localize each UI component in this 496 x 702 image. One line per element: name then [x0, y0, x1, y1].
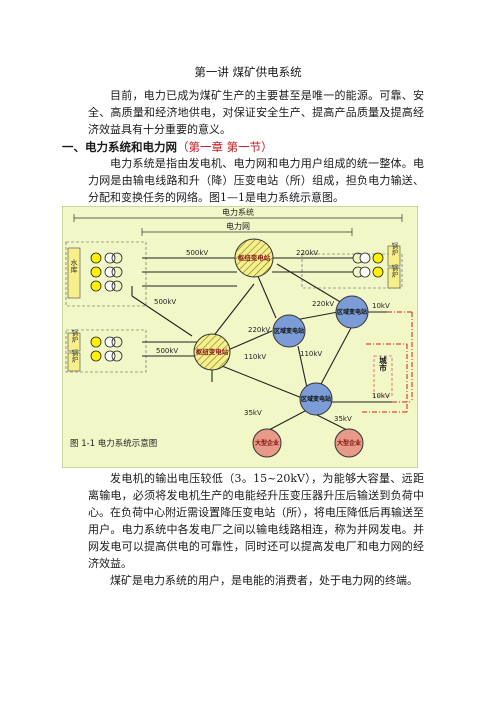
- label-power-grid: 电力网: [226, 221, 250, 231]
- transmission-lines: [131, 257, 392, 432]
- voltage-label-500kv-bottom: 500kV: [156, 347, 178, 355]
- boiler-label-left-1: 锅炉: [70, 328, 78, 344]
- voltage-label-110kv-left: 110kV: [244, 353, 266, 361]
- regional-substation-3: [299, 382, 333, 416]
- boiler-box-right-2: [387, 267, 401, 289]
- section-reference: （第一章 第一节）: [177, 140, 273, 154]
- voltage-label-10kv-bottom: 10kV: [372, 392, 390, 400]
- figure-caption: 图 1-1 电力系统示意图: [70, 438, 157, 449]
- voltage-label-10kv-top: 10kV: [372, 302, 390, 310]
- generator-left-2: [90, 266, 123, 278]
- voltage-label-110kv-right: 110kV: [300, 350, 322, 358]
- plant-reservoir-label: 水库: [70, 258, 78, 274]
- voltage-label-220kv-top: 220kV: [296, 249, 318, 257]
- voltage-label-220kv-mid: 220kV: [248, 326, 270, 334]
- generator-paragraph: 发电机的输出电压较低（3。15~20kV），为能够大容量、远距离输电，必须将发电…: [88, 472, 424, 570]
- hub-substation-top-label: 枢纽变电站: [238, 253, 271, 262]
- regional-substation-3-label: 区域变电站: [301, 395, 331, 403]
- generator-left-1: [90, 252, 123, 264]
- label-power-system: 电力系统: [222, 207, 254, 217]
- boiler-box-right-1: [387, 245, 401, 267]
- large-enterprise-1: [252, 428, 282, 458]
- lecture-title: 第一讲 煤矿供电系统: [194, 65, 302, 79]
- boiler-label-left-2: 锅炉: [70, 348, 78, 364]
- power-system-diagram: 电力系统 电力网 水库 锅炉 锅炉 锅炉 锅炉: [62, 206, 418, 468]
- boiler-label-right-2: 锅炉: [390, 263, 398, 279]
- voltage-label-35kv-left: 35kV: [244, 409, 262, 417]
- city-distribution-lines: [362, 311, 413, 413]
- power-system-paragraph: 电力系统是指由发电机、电力网和电力用户组成的统一整体。电力网是由输电线路和升（降…: [88, 157, 424, 204]
- section-heading-text: 一、电力系统和电力网: [62, 140, 177, 154]
- power-grid-bracket: [141, 228, 353, 236]
- power-system-bracket: [73, 214, 403, 222]
- hub-substation-top: [234, 238, 274, 278]
- regional-substation-1: [335, 295, 369, 329]
- intro-paragraph: 目前，电力已成为煤矿生产的主要甚至是唯一的能源。可靠、安全、高质量和经济地供电，…: [88, 89, 424, 136]
- regional-substation-2: [272, 314, 306, 348]
- generator-right-1: [352, 252, 384, 264]
- boiler-label-right-1: 锅炉: [390, 241, 398, 256]
- voltage-label-220kv-right: 220kV: [312, 300, 334, 308]
- generator-left-3: [90, 280, 123, 292]
- boiler-box-left-2: [67, 352, 81, 372]
- city-label: 城市: [378, 355, 387, 373]
- large-enterprise-2: [334, 428, 364, 458]
- large-enterprise-2-label: 大型企业: [337, 439, 361, 447]
- boiler-box-left-1: [67, 332, 81, 352]
- voltage-label-35kv-right: 35kV: [334, 415, 352, 423]
- voltage-label-500kv-top: 500kV: [186, 249, 208, 257]
- generator-left-5: [90, 350, 123, 362]
- plant-boundaries: [65, 241, 403, 373]
- generator-left-4: [90, 336, 123, 348]
- regional-substation-1-label: 区域变电站: [337, 308, 367, 316]
- voltage-label-500kv-mid: 500kV: [154, 298, 176, 306]
- city-box: [373, 355, 393, 397]
- section-heading: 一、电力系统和电力网（第一章 第一节）: [62, 139, 273, 155]
- regional-substation-2-label: 区域变电站: [274, 327, 304, 335]
- generator-right-2: [352, 266, 384, 278]
- reservoir-box: [67, 247, 81, 299]
- hub-substation-bottom: [193, 333, 231, 371]
- mine-paragraph: 煤矿是电力系统的用户，是电能的消费者，处于电力网的终端。: [110, 574, 418, 587]
- hub-substation-bottom-label: 枢纽变电站: [196, 347, 229, 356]
- large-enterprise-1-label: 大型企业: [255, 439, 279, 447]
